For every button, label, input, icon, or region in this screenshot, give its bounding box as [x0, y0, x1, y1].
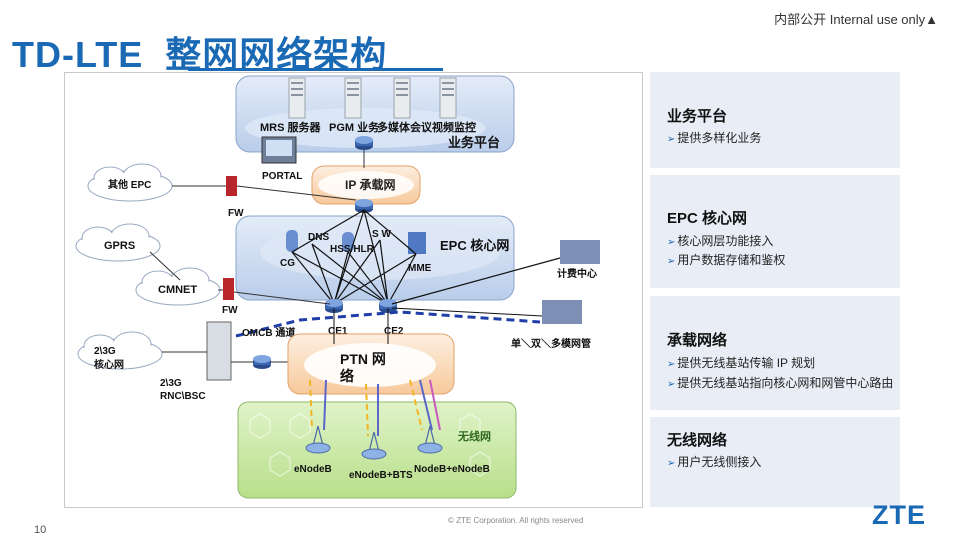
panel-item: 用户无线侧接入 — [667, 453, 761, 470]
fw-label-top: FW — [228, 208, 244, 219]
epc-mesh-lines — [291, 209, 417, 305]
fw-label-bottom: FW — [222, 305, 238, 316]
panel-title: 承载网络 — [667, 332, 728, 349]
panel-item: 核心网层功能接入 — [667, 232, 773, 249]
panel-item: 提供无线基站指向核心网和网管中心路由 — [667, 374, 893, 391]
classification-label: 内部公开 Internal use only▲ — [774, 12, 938, 27]
server-label-4: 视频监控 — [432, 120, 476, 134]
panel-title: 业务平台 — [667, 108, 728, 125]
omcb-label: OMCB 通道 — [242, 326, 295, 339]
cmnet-label: CMNET — [158, 284, 197, 296]
ce1-label: CE1 — [328, 326, 348, 337]
server-label-1: MRS 服务器 — [260, 120, 321, 134]
ptn-label-1: PTN 网 — [340, 351, 386, 367]
portal-label: PORTAL — [262, 171, 302, 182]
mme-icon — [408, 232, 426, 254]
core-23g-label-1: 2\3G — [94, 346, 116, 357]
server-label-2: PGM 业务 — [329, 120, 380, 134]
cg-icon — [286, 230, 298, 252]
conference-server-icon — [393, 77, 411, 119]
footer-divider — [0, 512, 960, 513]
hss-icon — [342, 232, 354, 252]
zte-logo: ZTE — [872, 500, 926, 530]
backhaul-links — [309, 379, 441, 437]
billing-icon — [560, 240, 600, 264]
wireless-label: 无线网 — [457, 429, 491, 443]
cg-label: CG — [280, 258, 295, 269]
rnc-router-icon — [253, 355, 271, 369]
panel-title: 无线网络 — [667, 432, 728, 449]
panel-service-platform: 业务平台 提供多样化业务 — [650, 72, 900, 168]
title-underline — [188, 68, 443, 71]
panel-title: EPC 核心网 — [667, 210, 748, 227]
ptn-label-2: 络 — [340, 368, 354, 384]
panel-epc-core: EPC 核心网 核心网层功能接入 用户数据存储和鉴权 — [650, 175, 900, 288]
billing-label: 计费中心 — [557, 267, 597, 280]
title-en: TD-LTE — [12, 34, 144, 75]
panel-item: 提供无线基站传输 IP 规划 — [667, 354, 815, 371]
fw-icon-top — [226, 176, 237, 196]
omcb-dashed-link — [235, 310, 541, 338]
dns-label: DNS — [308, 232, 329, 243]
platform-router-icon — [355, 136, 373, 150]
rnc-label-2: RNC\BSC — [160, 391, 206, 402]
page-number: 10 — [34, 524, 47, 536]
fw-icon-bottom — [223, 278, 234, 300]
video-server-icon — [439, 77, 457, 119]
service-platform-label: 业务平台 — [448, 135, 500, 150]
epc-core-label: EPC 核心网 — [440, 238, 509, 253]
nms-label: 单＼双＼多模网管 — [511, 337, 591, 350]
rnc-bsc-rack-icon — [206, 321, 232, 381]
hss-hlr-label: HSS/HLR — [330, 244, 375, 255]
copyright: © ZTE Corporation. All rights reserved — [448, 516, 584, 525]
panel-wireless-network: 无线网络 用户无线侧接入 — [650, 417, 900, 507]
panel-item: 用户数据存储和鉴权 — [667, 251, 785, 268]
mme-label: MME — [408, 263, 432, 274]
enodeb-label: eNodeB — [294, 464, 332, 475]
rnc-label-1: 2\3G — [160, 378, 182, 389]
server-label-3: 多媒体会议 — [377, 120, 433, 134]
nodeb-enodeb-label: NodeB+eNodeB — [414, 464, 490, 475]
core-23g-label-2: 核心网 — [94, 358, 124, 371]
ce2-label: CE2 — [384, 326, 404, 337]
mrs-server-icon — [288, 77, 306, 119]
enodeb-bts-label: eNodeB+BTS — [349, 470, 413, 481]
ip-bearer-label: IP 承载网 — [345, 177, 395, 192]
gprs-label: GPRS — [104, 240, 135, 252]
panel-bearer-network: 承载网络 提供无线基站传输 IP 规划 提供无线基站指向核心网和网管中心路由 — [650, 296, 900, 410]
nms-icon — [542, 300, 582, 324]
pgm-server-icon — [344, 77, 362, 119]
other-epc-label: 其他 EPC — [108, 178, 151, 191]
sgw-label: S W — [372, 229, 391, 240]
panel-item: 提供多样化业务 — [667, 129, 761, 146]
